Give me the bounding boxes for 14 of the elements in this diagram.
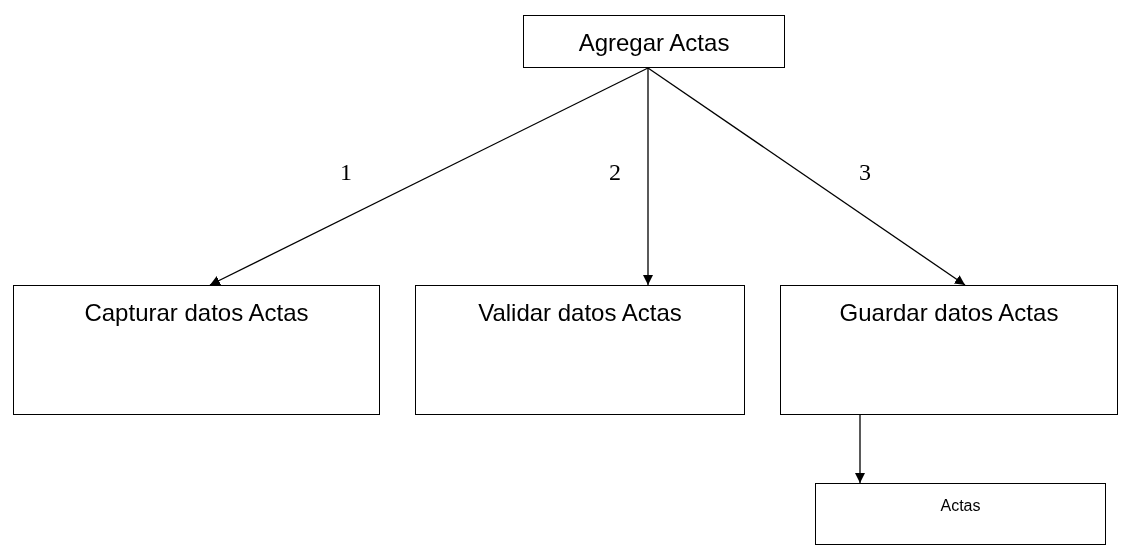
arrow [209,67,649,286]
process-box [415,285,745,415]
process-box [523,15,785,68]
process-box [780,285,1118,415]
box-label: Validar datos Actas [478,298,682,328]
process-box [13,285,380,415]
arrow [855,414,865,484]
process-box [815,483,1106,545]
box-label: Capturar datos Actas [84,298,309,328]
arrow [643,67,653,286]
box-label: Guardar datos Actas [839,298,1059,328]
box-label: Agregar Actas [578,28,730,58]
arrow [647,67,966,286]
box-label: Actas [940,496,981,516]
